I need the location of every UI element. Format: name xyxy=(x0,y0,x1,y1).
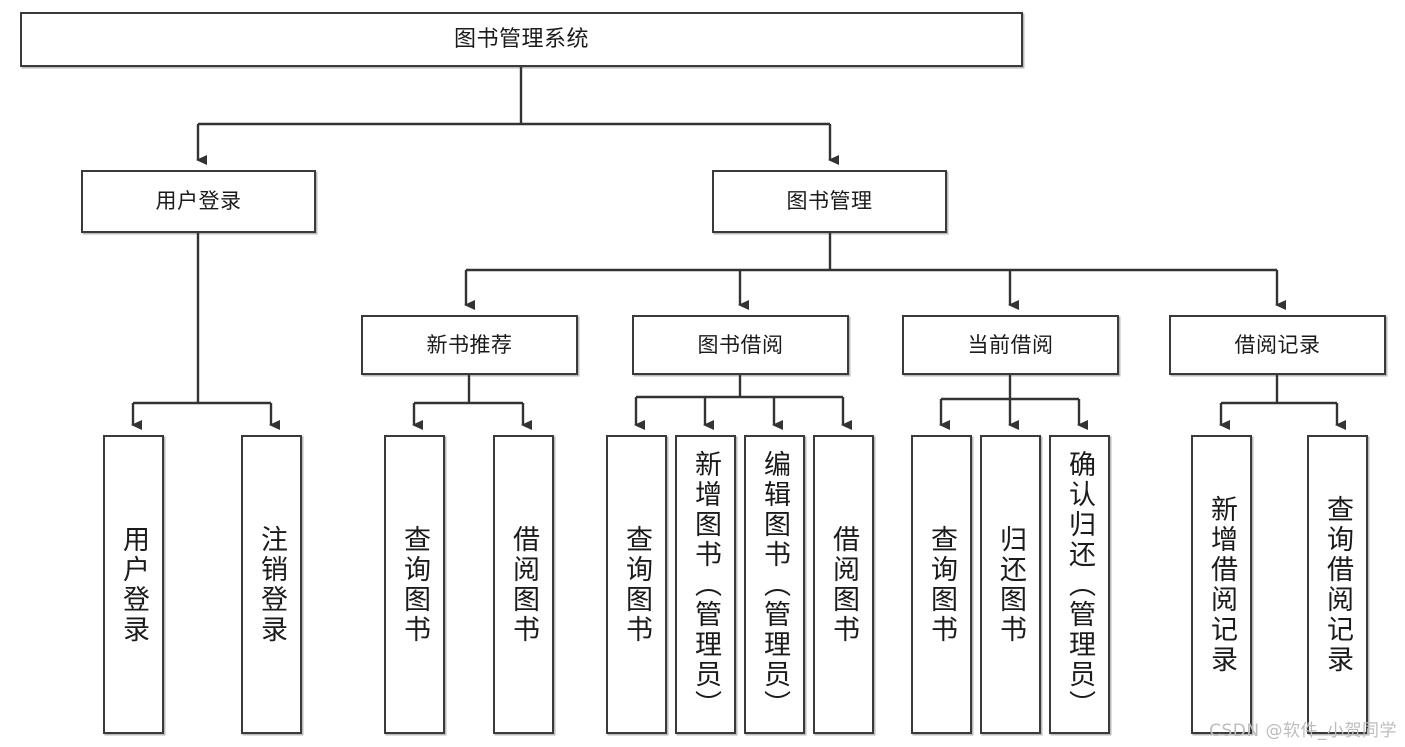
node-leaf-user-login[interactable]: 用户登录 xyxy=(103,435,164,734)
node-leaf-query-book-recommend-label: 查询图书 xyxy=(399,524,430,645)
node-leaf-borrow-book[interactable]: 借阅图书 xyxy=(813,435,874,734)
node-new-book-recommend-label: 新书推荐 xyxy=(426,332,513,357)
node-book-management-label: 图书管理 xyxy=(786,189,873,214)
node-leaf-borrow-book-recommend[interactable]: 借阅图书 xyxy=(493,435,554,734)
node-leaf-confirm-return[interactable]: 确认归还（管理员） xyxy=(1049,435,1110,734)
node-leaf-logout-label: 注销登录 xyxy=(256,524,287,645)
node-new-book-recommend[interactable]: 新书推荐 xyxy=(361,315,578,375)
node-leaf-query-borrow-record[interactable]: 查询借阅记录 xyxy=(1307,435,1368,734)
node-borrow-record-label: 借阅记录 xyxy=(1234,332,1321,357)
node-book-management[interactable]: 图书管理 xyxy=(712,170,947,233)
node-leaf-query-borrow-record-label: 查询借阅记录 xyxy=(1322,494,1353,675)
node-leaf-borrow-book-recommend-label: 借阅图书 xyxy=(508,524,539,645)
node-leaf-query-book-current[interactable]: 查询图书 xyxy=(911,435,972,734)
node-leaf-edit-book-label: 编辑图书（管理员） xyxy=(759,449,790,720)
node-leaf-query-book-recommend[interactable]: 查询图书 xyxy=(384,435,445,734)
node-leaf-query-book[interactable]: 查询图书 xyxy=(606,435,667,734)
node-book-borrow[interactable]: 图书借阅 xyxy=(632,315,849,375)
node-leaf-add-borrow-record-label: 新增借阅记录 xyxy=(1206,494,1237,675)
node-current-borrow[interactable]: 当前借阅 xyxy=(902,315,1119,375)
node-leaf-return-book-label: 归还图书 xyxy=(995,524,1026,645)
node-leaf-add-book[interactable]: 新增图书（管理员） xyxy=(675,435,736,734)
node-leaf-return-book[interactable]: 归还图书 xyxy=(980,435,1041,734)
node-leaf-borrow-book-label: 借阅图书 xyxy=(828,524,859,645)
node-borrow-record[interactable]: 借阅记录 xyxy=(1169,315,1386,375)
node-leaf-confirm-return-label: 确认归还（管理员） xyxy=(1064,449,1095,720)
node-leaf-user-login-label: 用户登录 xyxy=(118,524,149,645)
node-current-borrow-label: 当前借阅 xyxy=(967,332,1054,357)
node-root-label: 图书管理系统 xyxy=(453,26,589,52)
csdn-watermark: CSDN @软件_小贺同学 xyxy=(1209,721,1397,741)
node-root[interactable]: 图书管理系统 xyxy=(20,12,1023,67)
node-leaf-logout[interactable]: 注销登录 xyxy=(241,435,302,734)
node-leaf-edit-book[interactable]: 编辑图书（管理员） xyxy=(744,435,805,734)
node-user-login[interactable]: 用户登录 xyxy=(81,170,316,233)
node-leaf-add-book-label: 新增图书（管理员） xyxy=(690,449,721,720)
node-leaf-query-book-current-label: 查询图书 xyxy=(926,524,957,645)
node-leaf-query-book-label: 查询图书 xyxy=(621,524,652,645)
node-user-login-label: 用户登录 xyxy=(155,189,242,214)
node-leaf-add-borrow-record[interactable]: 新增借阅记录 xyxy=(1191,435,1252,734)
node-book-borrow-label: 图书借阅 xyxy=(697,332,784,357)
